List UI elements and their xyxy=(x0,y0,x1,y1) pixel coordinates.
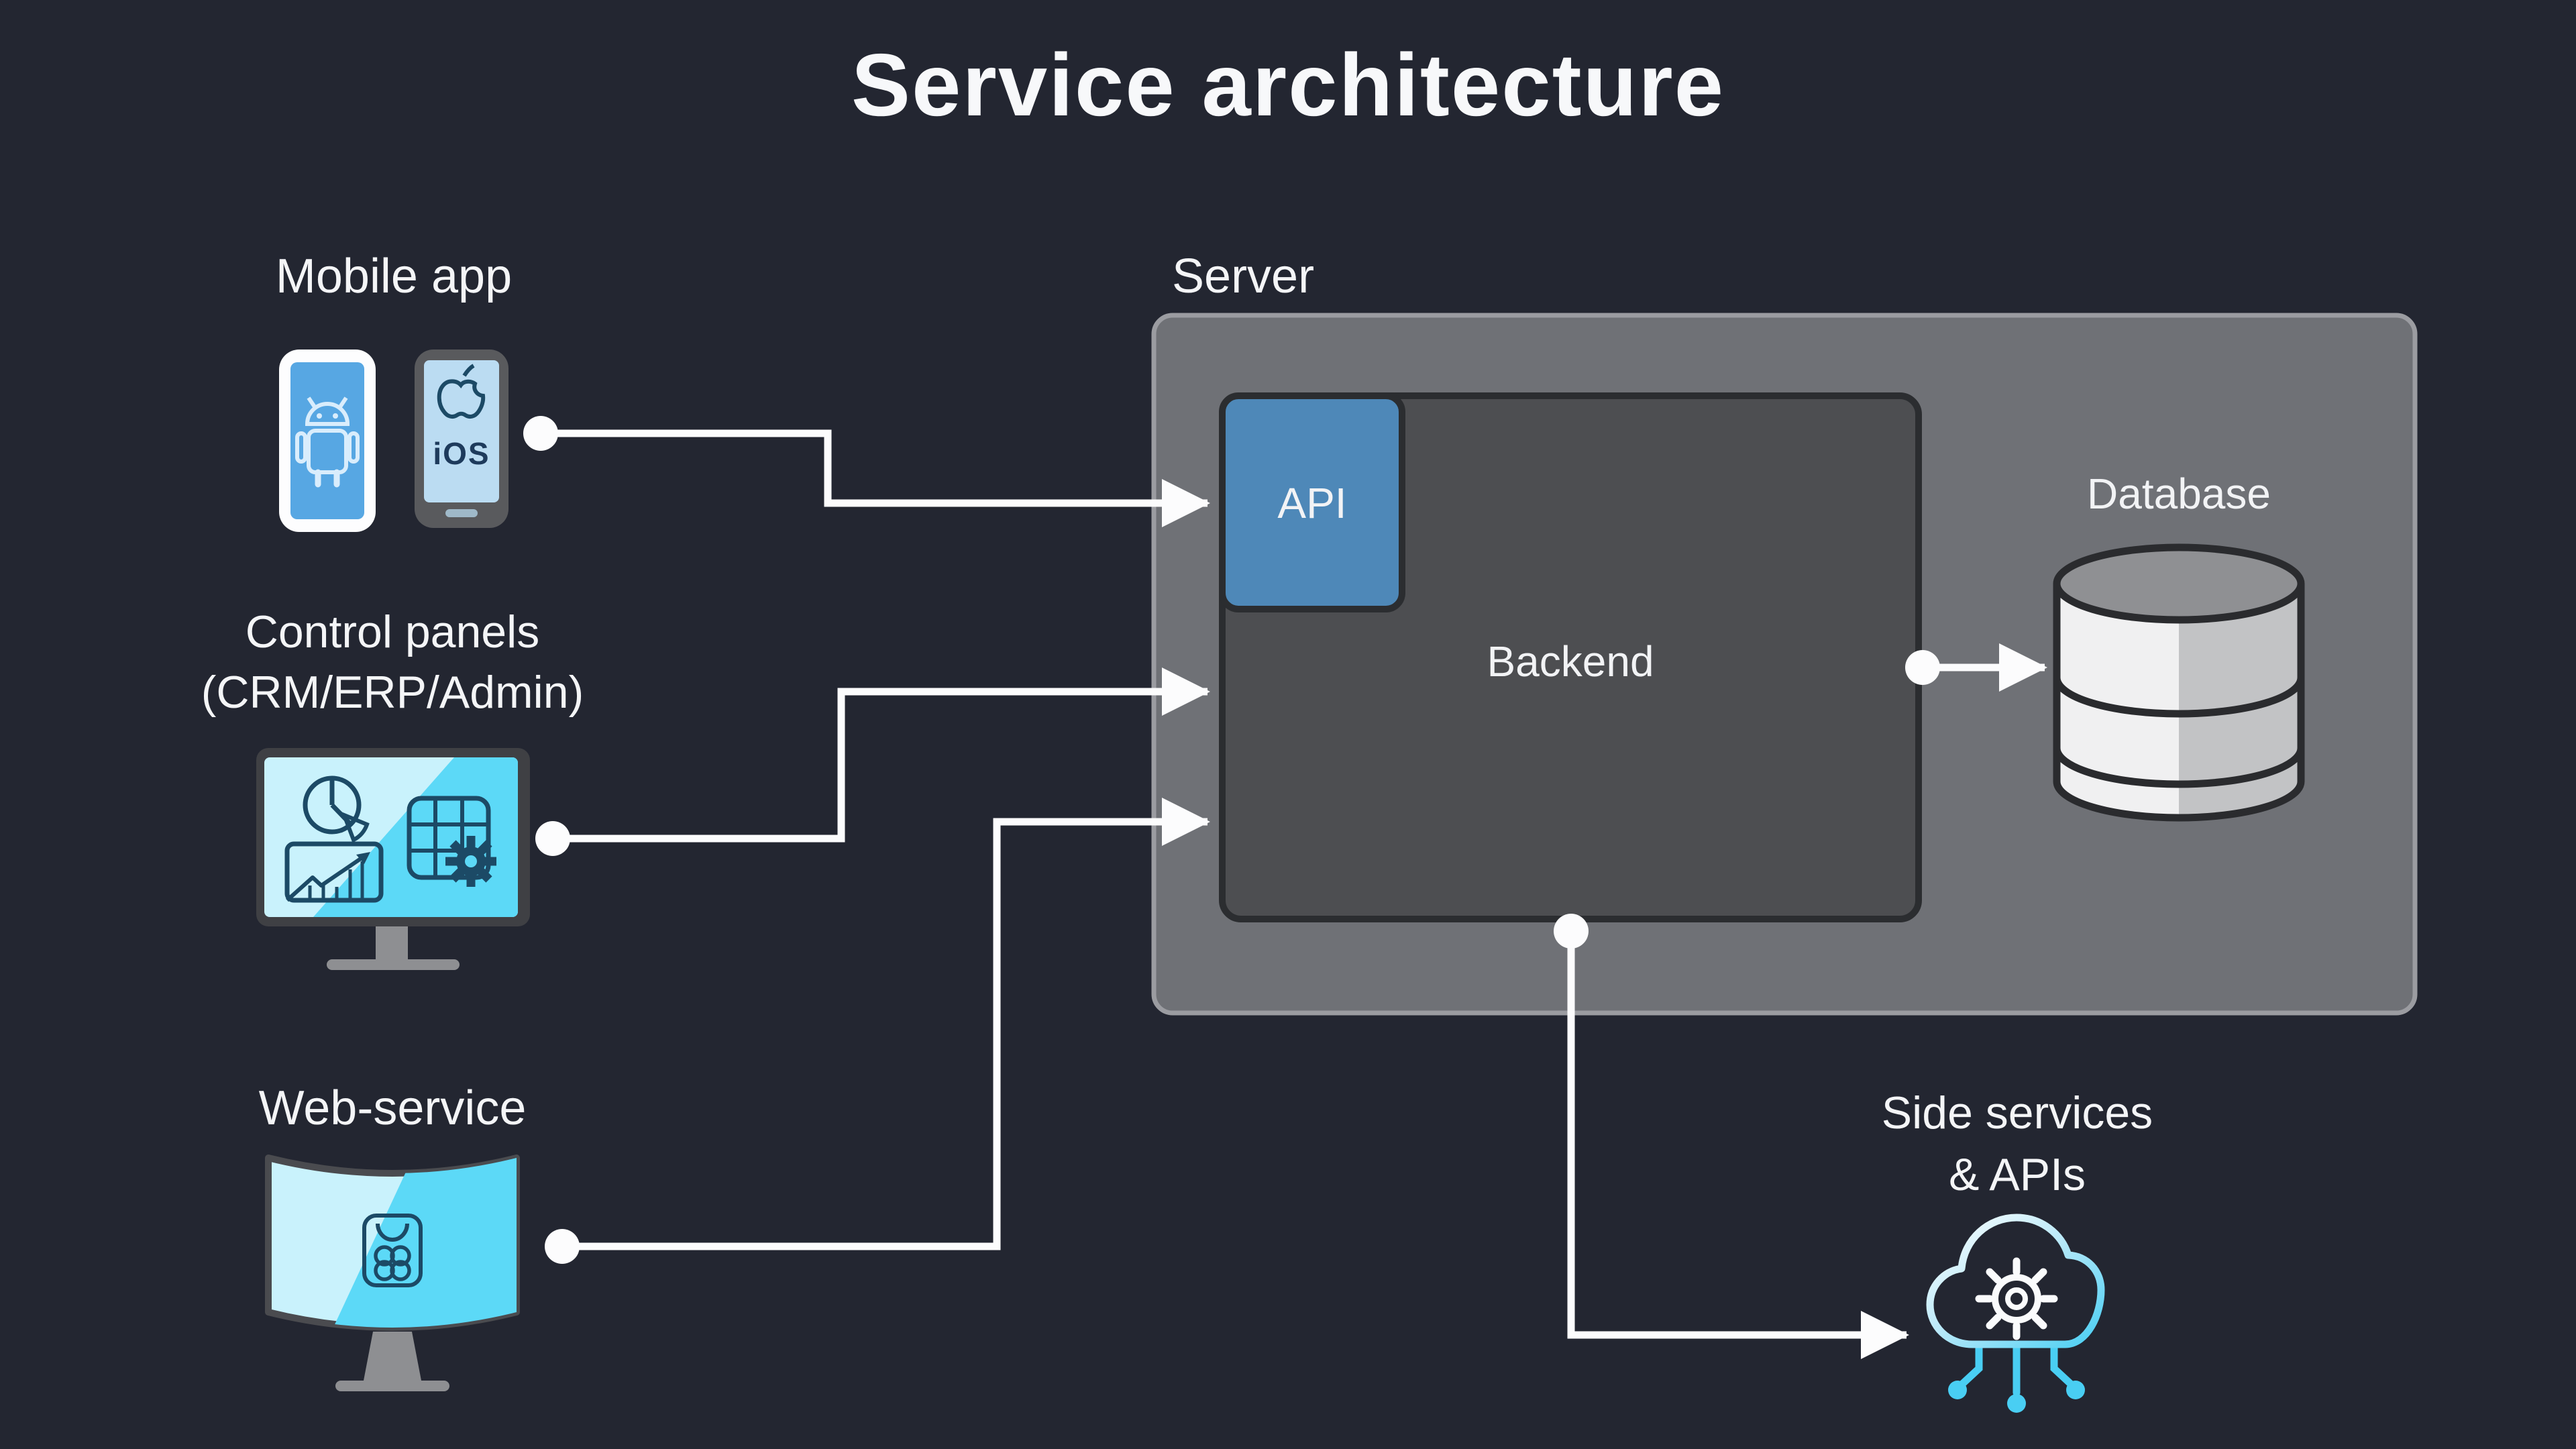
side-services-label-line2: & APIs xyxy=(1949,1149,2086,1200)
backend-label: Backend xyxy=(1487,637,1654,686)
connector-web-service-to-backend xyxy=(545,798,1210,1264)
mobile-app-label: Mobile app xyxy=(276,250,512,303)
connector-dot xyxy=(1905,650,1940,685)
growth-chart-icon xyxy=(284,841,384,903)
curved-monitor-icon xyxy=(265,1155,520,1391)
connectors xyxy=(523,416,2047,1359)
connector-control-panels-to-backend xyxy=(535,667,1210,856)
cloud-connector-legs xyxy=(1956,1342,2077,1397)
web-service-label: Web-service xyxy=(259,1081,527,1135)
side-services-group: Side services & APIs xyxy=(1882,1087,2153,1413)
shop-app-icon xyxy=(362,1214,423,1287)
side-services-label-line1: Side services xyxy=(1882,1087,2153,1138)
database-group: Database xyxy=(2053,470,2305,822)
api-label: API xyxy=(1277,479,1346,527)
connector-backend-to-side-services xyxy=(1554,914,1909,1359)
control-panels-label-line1: Control panels xyxy=(246,606,539,657)
control-panels-group: Control panels (CRM/ERP/Admin) xyxy=(201,606,584,970)
connector-dot xyxy=(523,416,558,451)
monitor-neck xyxy=(376,924,408,963)
mobile-app-group: Mobile app iOS xyxy=(276,250,512,532)
monitor-base xyxy=(327,959,460,970)
gear-icon xyxy=(445,836,496,887)
home-button xyxy=(445,509,478,517)
web-service-group: Web-service xyxy=(259,1081,527,1391)
monitor-base xyxy=(335,1381,449,1391)
screen-shine xyxy=(322,1158,517,1328)
cloud-gear-icon xyxy=(1926,1214,2105,1413)
cloud-outline xyxy=(1926,1214,2105,1348)
apple-logo-icon xyxy=(437,364,486,419)
api-box xyxy=(1219,392,1405,612)
page-title: Service architecture xyxy=(851,36,1725,134)
gear-icon xyxy=(1975,1257,2058,1340)
server-label: Server xyxy=(1172,250,1314,303)
connector-mobile-to-api xyxy=(523,416,1210,527)
server-group: Server Backend API Database xyxy=(1151,250,2418,1016)
monitor-neck xyxy=(364,1332,421,1381)
connector-dot xyxy=(535,821,570,856)
control-panels-label-line2: (CRM/ERP/Admin) xyxy=(201,667,584,718)
database-icon xyxy=(2053,543,2305,822)
connector-backend-to-database xyxy=(1905,643,2047,692)
pie-chart-icon xyxy=(303,775,370,843)
dashboard-monitor-icon xyxy=(256,748,530,970)
ios-label: iOS xyxy=(433,436,490,471)
database-label: Database xyxy=(2087,470,2271,518)
ios-phone-icon: iOS xyxy=(415,350,508,528)
connector-dot xyxy=(545,1229,580,1264)
android-phone-icon xyxy=(279,350,376,532)
connector-dot xyxy=(1554,914,1589,949)
android-robot-icon xyxy=(295,396,360,488)
